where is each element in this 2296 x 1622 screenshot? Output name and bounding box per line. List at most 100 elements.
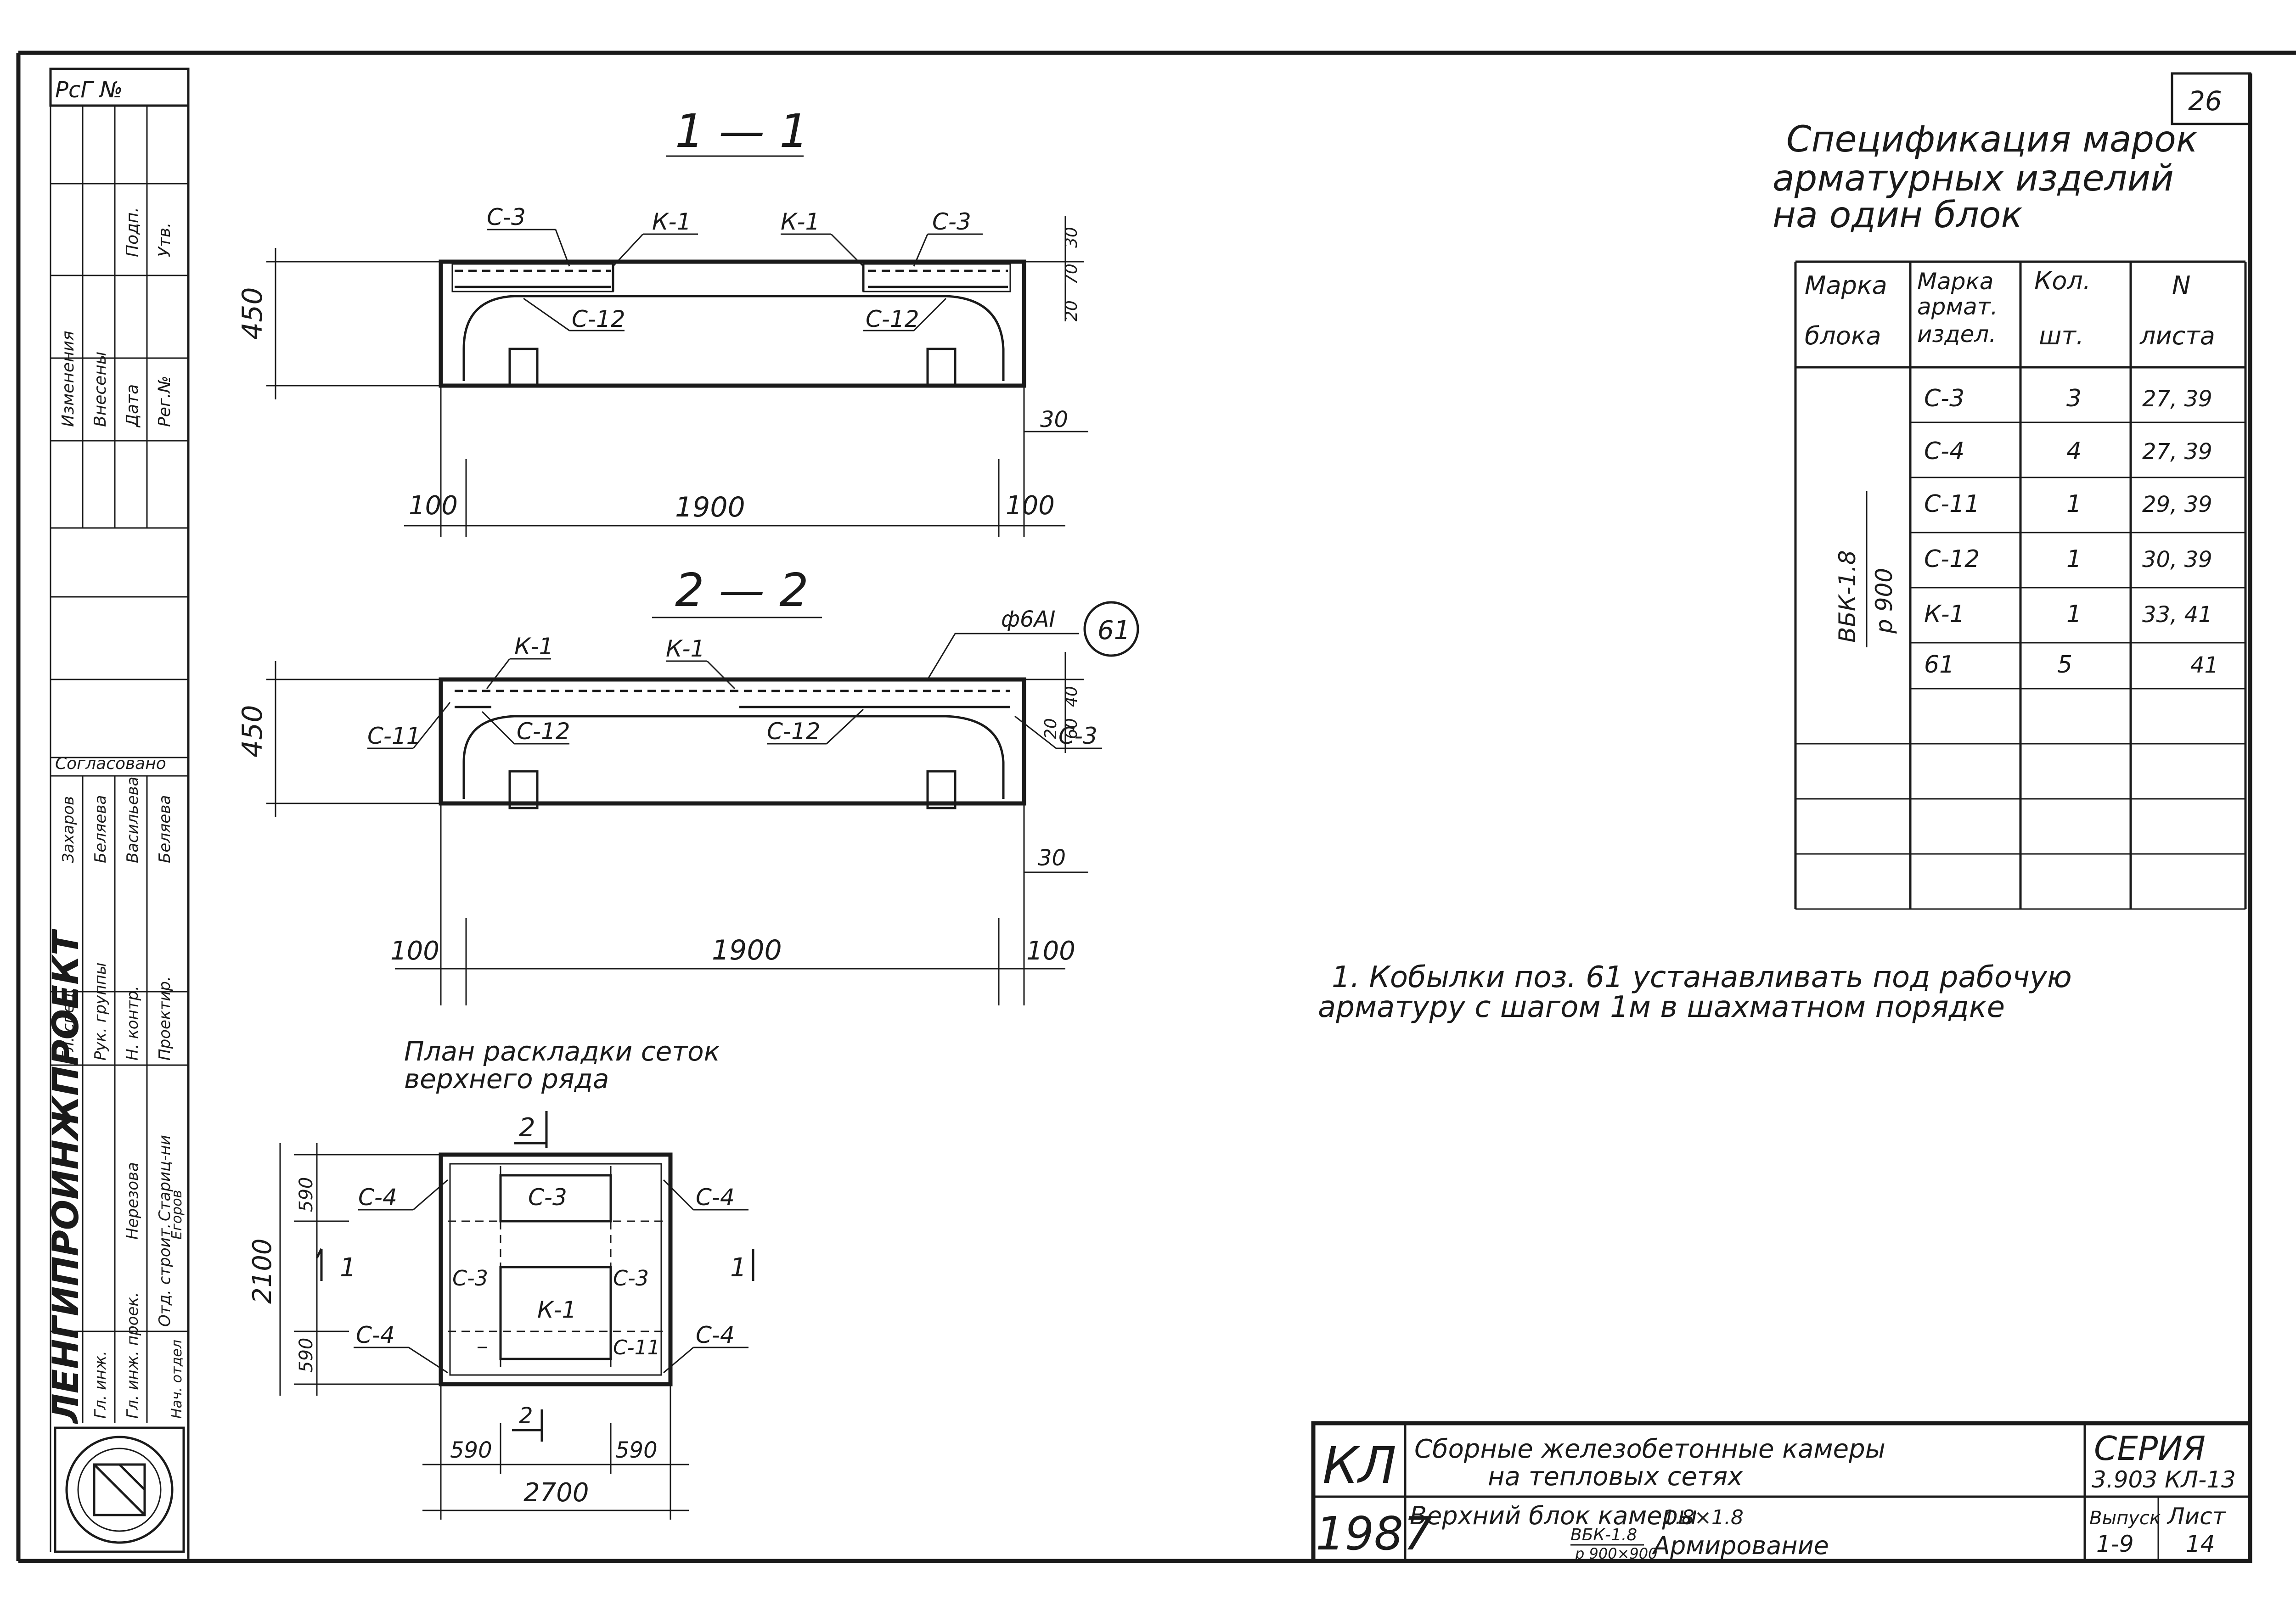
tb-series-value: 3.903 КЛ-13 [2092, 1466, 2236, 1493]
spec-row6-sheet: 41 [2190, 652, 2218, 678]
s1-label-c3-right: С-3 [932, 208, 971, 235]
plan-c4-tr: С-4 [696, 1184, 735, 1211]
s2-label-c11: С-11 [367, 723, 421, 749]
plan-br-dim: 590 [615, 1437, 658, 1463]
sheet-number-box: 26 [2171, 72, 2251, 125]
s2-rebar-pos-circle [1083, 601, 1139, 657]
s1-w-left: 100 [409, 491, 458, 521]
lower-role-2: Гл. инж. проек. [124, 1292, 142, 1419]
lower-role-1: Гл. инж. [91, 1351, 110, 1419]
plan-c3-right: С-3 [613, 1266, 649, 1291]
sheet-frame [16, 51, 2296, 1563]
sheet-number: 26 [2188, 85, 2222, 117]
lower-name-3: Егоров [169, 1190, 185, 1240]
name-2: Беляева [91, 795, 110, 863]
name-3: Васильева [124, 776, 142, 863]
plan-mark-2-top: 2 [519, 1113, 535, 1143]
s2-rebar-pos: 61 [1097, 616, 1130, 645]
spec-block-mark-1: ВБК-1.8 [1834, 550, 1861, 643]
lower-name-2: Стариц-ни [156, 1135, 174, 1221]
spec-row2-mark: С-4 [1924, 438, 1964, 465]
specification: Спецификация марок арматурных изделий на… [1773, 119, 2247, 910]
tb-sheet-mark-bottom: р 900×900 [1575, 1545, 1657, 1562]
s2-label-c3: С-3 [1058, 723, 1097, 749]
plan-height-dim: 2100 [248, 1238, 277, 1304]
spec-row1-qty: 3 [2066, 385, 2082, 412]
spec-row6-mark: 61 [1924, 651, 1954, 679]
spec-row5-mark: К-1 [1924, 601, 1965, 628]
lower-role-4: Нач. отдел [169, 1340, 185, 1419]
change-header-6: Утв. [155, 222, 174, 257]
s1-d70: 70 [1062, 264, 1081, 285]
s2-label-c12-right: С-12 [767, 718, 821, 745]
s2-label-k1-right: К-1 [666, 635, 705, 662]
plan-k1: К-1 [537, 1296, 576, 1323]
spec-row3-sheet: 29, 39 [2142, 492, 2212, 517]
s2-w-mid: 1900 [712, 934, 782, 966]
lower-role-3: Отд. строит. [156, 1224, 174, 1327]
strip-top-label: РсГ № [55, 77, 123, 103]
change-header-1: Изменения [59, 331, 78, 427]
spec-row3-qty: 1 [2066, 490, 2082, 518]
approved-label: Согласовано [55, 754, 166, 773]
spec-row6-qty: 5 [2057, 651, 2072, 679]
spec-h3-l1: Кол. [2034, 266, 2091, 295]
plan-title-2: верхнего ряда [404, 1063, 609, 1094]
tb-name-2: на тепловых сетях [1488, 1462, 1743, 1492]
plan-width-dim: 2700 [523, 1478, 589, 1508]
spec-h4-l2: листа [2139, 321, 2215, 350]
spec-row4-mark: С-12 [1924, 545, 1980, 573]
role-4: Проектир. [156, 976, 174, 1061]
change-header-5: Подп. [123, 207, 142, 257]
section-1-title: 1 — 1 [675, 104, 809, 158]
plan-title-1: План раскладки сеток [404, 1036, 720, 1067]
s2-height-dim: 450 [236, 705, 269, 758]
spec-h4-l1: N [2172, 271, 2190, 300]
role-1: Гл. спец. [59, 988, 78, 1061]
s1-w-mid: 1900 [675, 491, 745, 523]
tb-list-label: Лист [2167, 1503, 2227, 1530]
spec-h1-l2: блока [1805, 321, 1881, 350]
role-3: Н. контр. [124, 986, 142, 1061]
plan-c3-left: С-3 [452, 1266, 488, 1291]
name-4: Беляева [156, 795, 174, 863]
spec-row5-qty: 1 [2066, 601, 2082, 628]
tb-year: 1987 [1316, 1507, 1433, 1560]
tb-sheet-size: 1.8×1.8 [1662, 1506, 1744, 1529]
spec-title-3: на один блок [1773, 195, 2023, 236]
note-line-2: арматуру с шагом 1м в шахматном порядке [1318, 990, 2005, 1024]
spec-h3-l2: шт. [2039, 321, 2084, 350]
spec-h1-l1: Марка [1805, 271, 1887, 300]
tb-issue-label: Выпуск [2089, 1508, 2161, 1529]
left-strip: РсГ № Изменения Внесены Дата Рег.№ Подп.… [45, 67, 190, 1553]
tb-sheet-2: Армирование [1652, 1531, 1829, 1560]
s2-d20: 20 [1041, 718, 1060, 739]
title-block: КЛ 1987 Сборные железобетонные камеры на… [1311, 1421, 2252, 1563]
s2-w-left: 100 [390, 936, 439, 966]
spec-title-1: Спецификация марок [1786, 119, 2198, 160]
tb-series-label: СЕРИЯ [2094, 1429, 2206, 1468]
s1-w-right: 100 [1006, 491, 1055, 521]
plan-c11: С-11 [613, 1336, 660, 1359]
plan-mark-2-bottom: 2 [519, 1403, 533, 1429]
plan-bottom-dim: 590 [296, 1338, 317, 1373]
spec-row1-mark: С-3 [1924, 385, 1964, 412]
spec-title-2: арматурных изделий [1773, 158, 2174, 199]
plan-c4-br: С-4 [696, 1322, 735, 1348]
plan-bl-dim: 590 [450, 1437, 492, 1463]
spec-row2-sheet: 27, 39 [2142, 439, 2212, 465]
s2-label-c12-left: С-12 [517, 718, 570, 745]
s1-label-c12-left: С-12 [572, 306, 625, 332]
tb-sheet-1: Верхний блок камеры [1410, 1501, 1697, 1530]
tb-list-value: 14 [2186, 1531, 2215, 1557]
org-name: ЛЕНГИПРОИНЖПРОЕКТ [45, 928, 87, 1424]
s1-d30b: 30 [1062, 227, 1081, 248]
spec-block-mark-2: р 900 [1871, 568, 1897, 634]
spec-row4-sheet: 30, 39 [2142, 547, 2212, 572]
plan-c4-tl: С-4 [358, 1184, 397, 1211]
spec-row1-sheet: 27, 39 [2142, 386, 2212, 412]
plan-top-dim: 590 [296, 1177, 317, 1212]
change-header-2: Внесены [91, 352, 110, 427]
note: 1. Кобылки поз. 61 устанавливать под раб… [1318, 960, 2072, 1024]
